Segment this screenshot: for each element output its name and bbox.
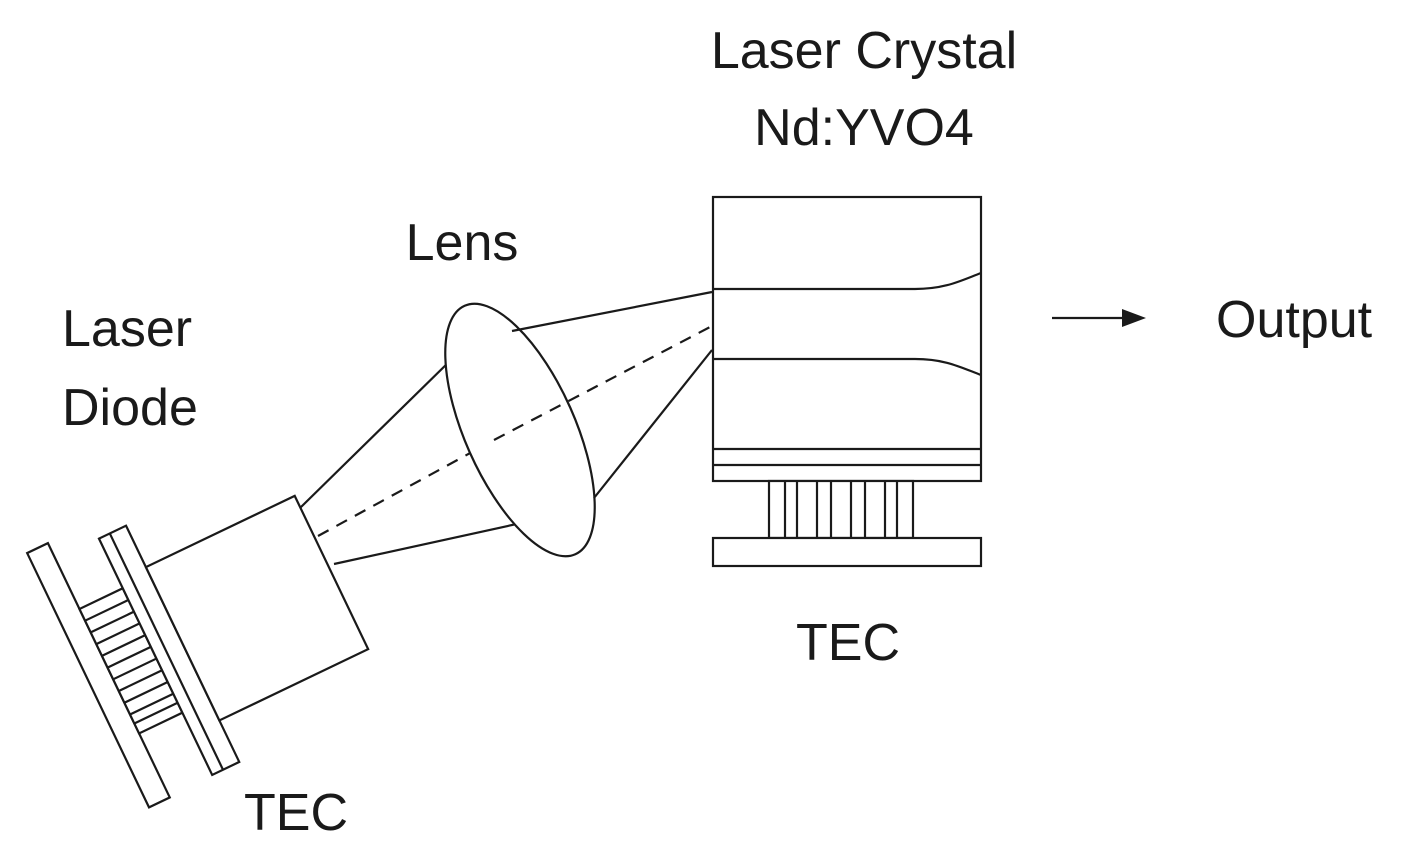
- diode-tec-label: TEC: [244, 784, 348, 842]
- pump-beam-lens-to-crystal: [493, 290, 713, 499]
- lens: [444, 302, 596, 558]
- laser-diode-label: Laser: [62, 300, 192, 358]
- crystal-tec-label: TEC: [796, 614, 900, 672]
- pump-beam-diode-to-lens: [299, 356, 536, 566]
- laser-crystal: [711, 195, 983, 483]
- laser-crystal-material-label: Nd:YVO4: [754, 99, 974, 157]
- output-label: Output: [1216, 291, 1373, 349]
- crystal-tec: [711, 479, 983, 568]
- laser-crystal-label: Laser Crystal: [711, 22, 1017, 80]
- diode-tec-elements: [77, 586, 184, 735]
- laser-diode-assembly: [25, 494, 370, 809]
- laser-diode-body: [144, 494, 370, 722]
- laser-diode-label-line2: Diode: [62, 379, 198, 437]
- lens-label: Lens: [406, 214, 519, 272]
- output-arrow: [1052, 309, 1146, 327]
